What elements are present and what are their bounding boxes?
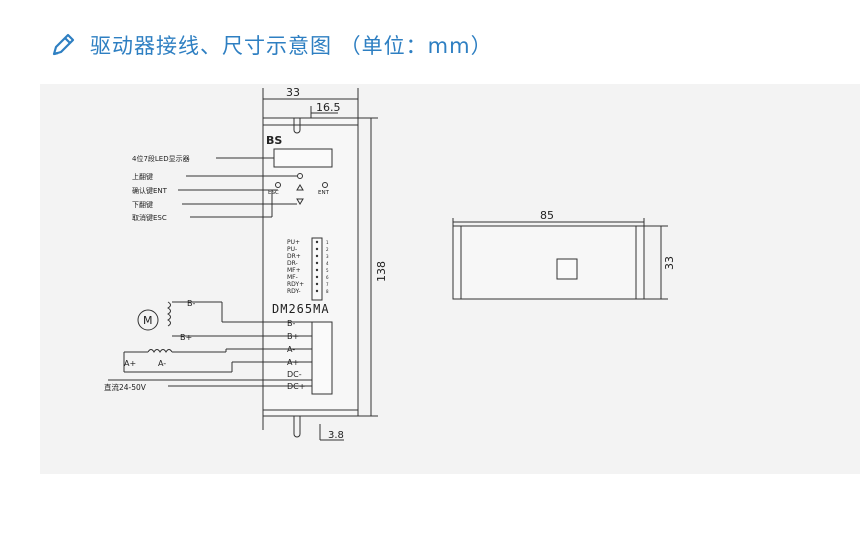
signal-connector-pins: [315, 240, 319, 293]
esc-key-label: ESC: [268, 190, 279, 196]
power-terminal-label: A-: [287, 345, 295, 354]
signal-pin-label: MF-: [287, 274, 298, 281]
pin-number: 7: [326, 282, 329, 287]
power-terminal-label: A+: [287, 358, 299, 367]
pin-number: 3: [326, 254, 329, 259]
motor-wire-label: B-: [187, 299, 195, 308]
pin-number: 6: [326, 275, 329, 280]
callout-cancel-key: 取消键ESC: [132, 213, 167, 222]
dim-width-label: 33: [286, 86, 300, 99]
dim-length-label: 85: [540, 209, 554, 222]
signal-pin-label: MF+: [287, 267, 301, 274]
motor-wire-label: A+: [124, 359, 136, 368]
callout-enter-key: 确认键ENT: [132, 186, 168, 195]
dim-side-height-label: 33: [663, 256, 676, 270]
power-supply-label: 直流24-50V: [104, 382, 147, 392]
driver-front-view: [108, 88, 378, 441]
motor-wire-label: A-: [158, 359, 166, 368]
driver-side-view: [452, 218, 668, 300]
dim-half-label: 16.5: [316, 101, 341, 114]
page-title: 驱动器接线、尺寸示意图 （单位：mm）: [90, 34, 493, 58]
pin-number: 2: [326, 247, 329, 252]
power-terminal-label: B+: [287, 332, 299, 341]
signal-pin-label: RDY+: [287, 281, 304, 288]
dim-height-label: 138: [375, 261, 388, 282]
power-terminal-label: DC+: [287, 382, 305, 391]
power-terminal-label: DC-: [287, 370, 302, 379]
motor-wire-label: B+: [180, 333, 192, 342]
pin-number: 4: [326, 261, 329, 266]
section-header: 驱动器接线、尺寸示意图 （单位：mm）: [48, 28, 493, 62]
signal-pin-label: DR-: [287, 260, 298, 267]
signal-pin-label: PU+: [287, 239, 300, 246]
brand-label: BS: [266, 134, 282, 147]
dim-bottom-label: 3.8: [328, 430, 344, 441]
callout-led-display: 4位7段LED显示器: [132, 154, 190, 163]
pin-number: 1: [326, 240, 329, 245]
pin-number: 5: [326, 268, 329, 273]
pencil-icon: [52, 33, 75, 56]
signal-pin-label: PU-: [287, 246, 297, 253]
signal-pin-label: RDY-: [287, 288, 301, 295]
pin-number: 8: [326, 289, 329, 294]
callout-up-key: 上翻键: [132, 172, 153, 181]
signal-pin-label: DR+: [287, 253, 301, 260]
ent-key-label: ENT: [318, 190, 330, 196]
power-terminal-label: B-: [287, 319, 295, 328]
model-label: DM265MA: [272, 302, 330, 316]
callout-down-key: 下翻键: [132, 200, 153, 209]
motor-symbol: M: [143, 314, 153, 327]
diagram-panel: [40, 84, 860, 474]
